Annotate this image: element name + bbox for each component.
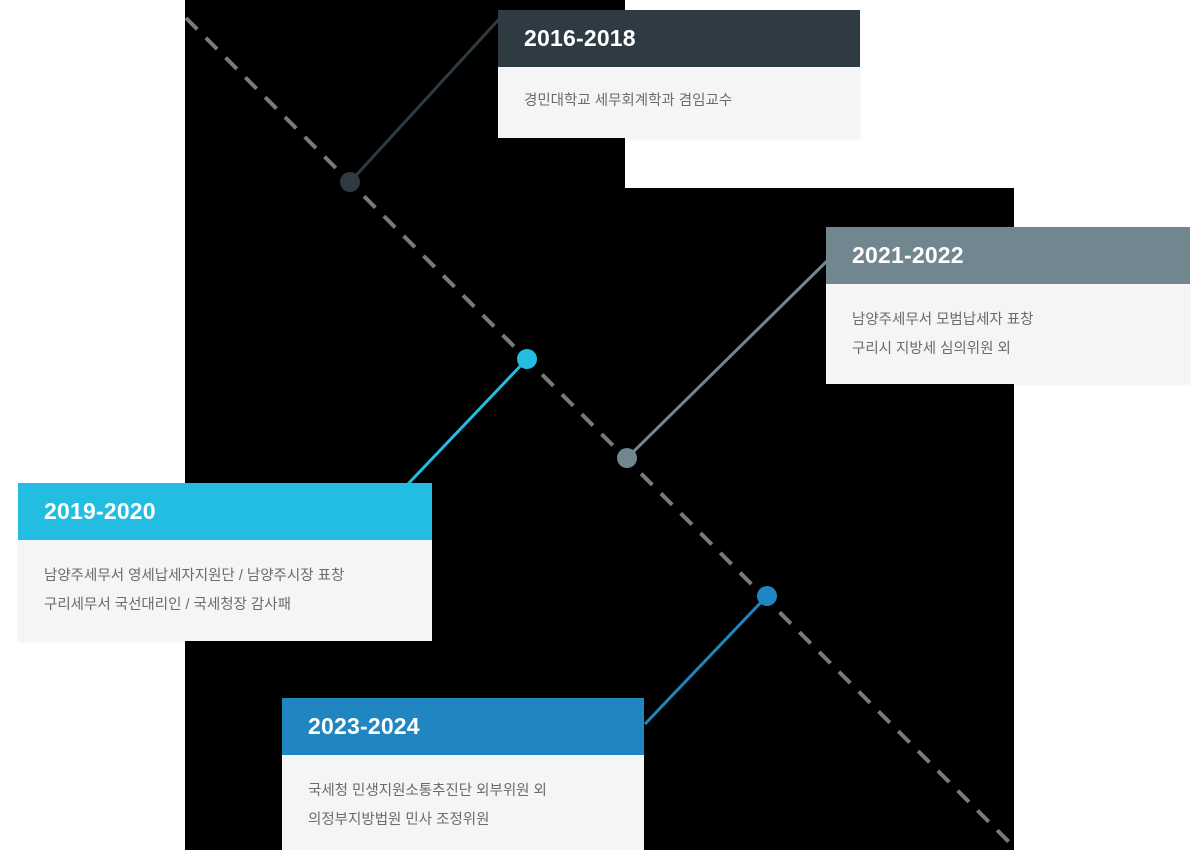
timeline-card-2021-2022[interactable]: 2021-2022 남양주세무서 모범납세자 표창 구리시 지방세 심의위원 외: [826, 227, 1190, 384]
card-body-2016-2018: 경민대학교 세무회계학과 겸임교수: [498, 67, 860, 142]
card-body-2023-2024: 국세청 민생지원소통추진단 외부위원 외 의정부지방법원 민사 조정위원: [282, 755, 644, 850]
card-line: 국세청 민생지원소통추진단 외부위원 외: [308, 783, 547, 799]
timeline-card-2023-2024[interactable]: 2023-2024 국세청 민생지원소통추진단 외부위원 외 의정부지방법원 민…: [282, 698, 644, 850]
timeline-node-2019[interactable]: [517, 349, 537, 369]
timeline-node-2016[interactable]: [340, 172, 360, 192]
card-period-2021-2022: 2021-2022: [852, 242, 964, 268]
card-line: 남양주세무서 영세납세자지원단 / 남양주시장 표창: [44, 568, 345, 584]
timeline-card-2019-2020[interactable]: 2019-2020 남양주세무서 영세납세자지원단 / 남양주시장 표창 구리세…: [18, 483, 432, 641]
connector-2019: [406, 357, 529, 486]
timeline-node-2021[interactable]: [617, 448, 637, 468]
card-line: 의정부지방법원 민사 조정위원: [308, 812, 490, 828]
card-line: 구리세무서 국선대리인 / 국세청장 감사패: [44, 597, 291, 613]
connector-2023: [643, 594, 769, 726]
connector-2021: [625, 258, 830, 460]
card-header-2019-2020: 2019-2020: [18, 483, 432, 540]
card-line: 남양주세무서 모범납세자 표창: [852, 312, 1034, 328]
card-header-2023-2024: 2023-2024: [282, 698, 644, 755]
card-line: 구리시 지방세 심의위원 외: [852, 341, 1011, 357]
connector-2016: [348, 16, 502, 184]
card-body-2021-2022: 남양주세무서 모범납세자 표창 구리시 지방세 심의위원 외: [826, 284, 1190, 390]
card-header-2021-2022: 2021-2022: [826, 227, 1190, 284]
timeline-card-2016-2018[interactable]: 2016-2018 경민대학교 세무회계학과 겸임교수: [498, 10, 860, 138]
card-period-2016-2018: 2016-2018: [524, 25, 636, 51]
card-period-2023-2024: 2023-2024: [308, 713, 420, 739]
card-body-2019-2020: 남양주세무서 영세납세자지원단 / 남양주시장 표창 구리세무서 국선대리인 /…: [18, 540, 432, 646]
timeline-node-2023[interactable]: [757, 586, 777, 606]
card-header-2016-2018: 2016-2018: [498, 10, 860, 67]
card-line: 경민대학교 세무회계학과 겸임교수: [524, 93, 733, 109]
card-period-2019-2020: 2019-2020: [44, 498, 156, 524]
